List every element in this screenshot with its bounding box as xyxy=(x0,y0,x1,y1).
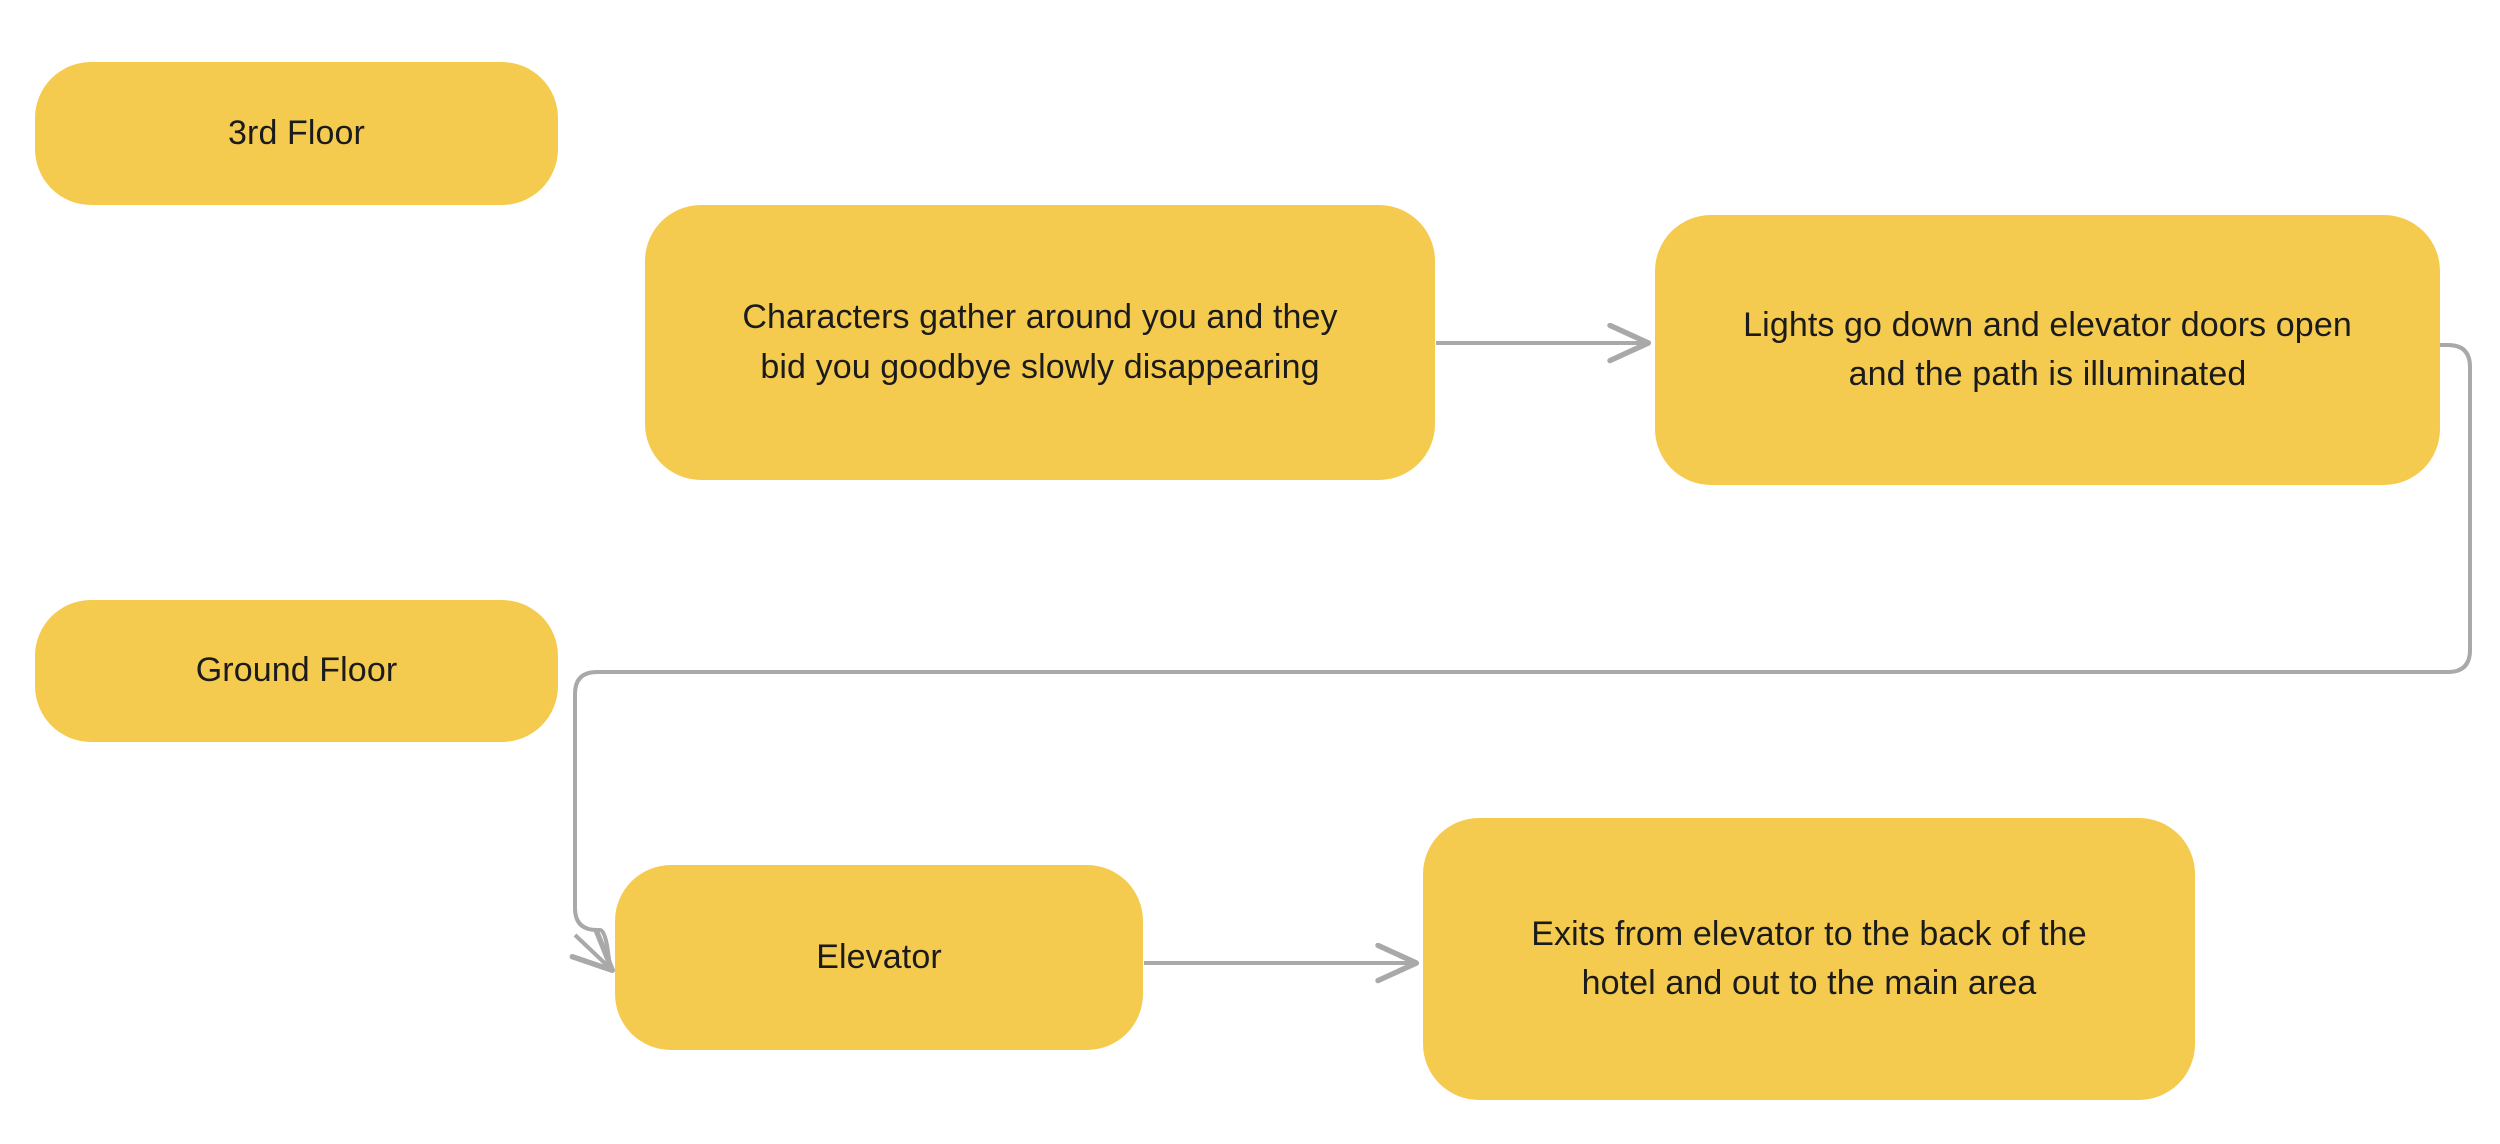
node-elevator[interactable]: Elevator xyxy=(615,865,1143,1050)
node-lights-go-down[interactable]: Lights go down and elevator doors open a… xyxy=(1655,215,2440,485)
node-exits-from-elevator[interactable]: Exits from elevator to the back of the h… xyxy=(1423,818,2195,1100)
node-exits-from-elevator-label: Exits from elevator to the back of the h… xyxy=(1531,914,2087,1002)
node-ground-floor-label: Ground Floor xyxy=(195,651,398,690)
node-characters-gather[interactable]: Characters gather around you and they bi… xyxy=(645,205,1435,480)
node-ground-floor[interactable]: Ground Floor xyxy=(35,600,558,742)
edge-lights-to-elevator-arrowhead xyxy=(575,935,612,970)
node-characters-gather-label: Characters gather around you and they bi… xyxy=(742,298,1338,386)
node-third-floor-label: 3rd Floor xyxy=(228,113,365,152)
node-lights-go-down-label: Lights go down and elevator doors open a… xyxy=(1743,305,2352,393)
node-third-floor[interactable]: 3rd Floor xyxy=(35,62,558,205)
node-elevator-label: Elevator xyxy=(816,937,942,976)
